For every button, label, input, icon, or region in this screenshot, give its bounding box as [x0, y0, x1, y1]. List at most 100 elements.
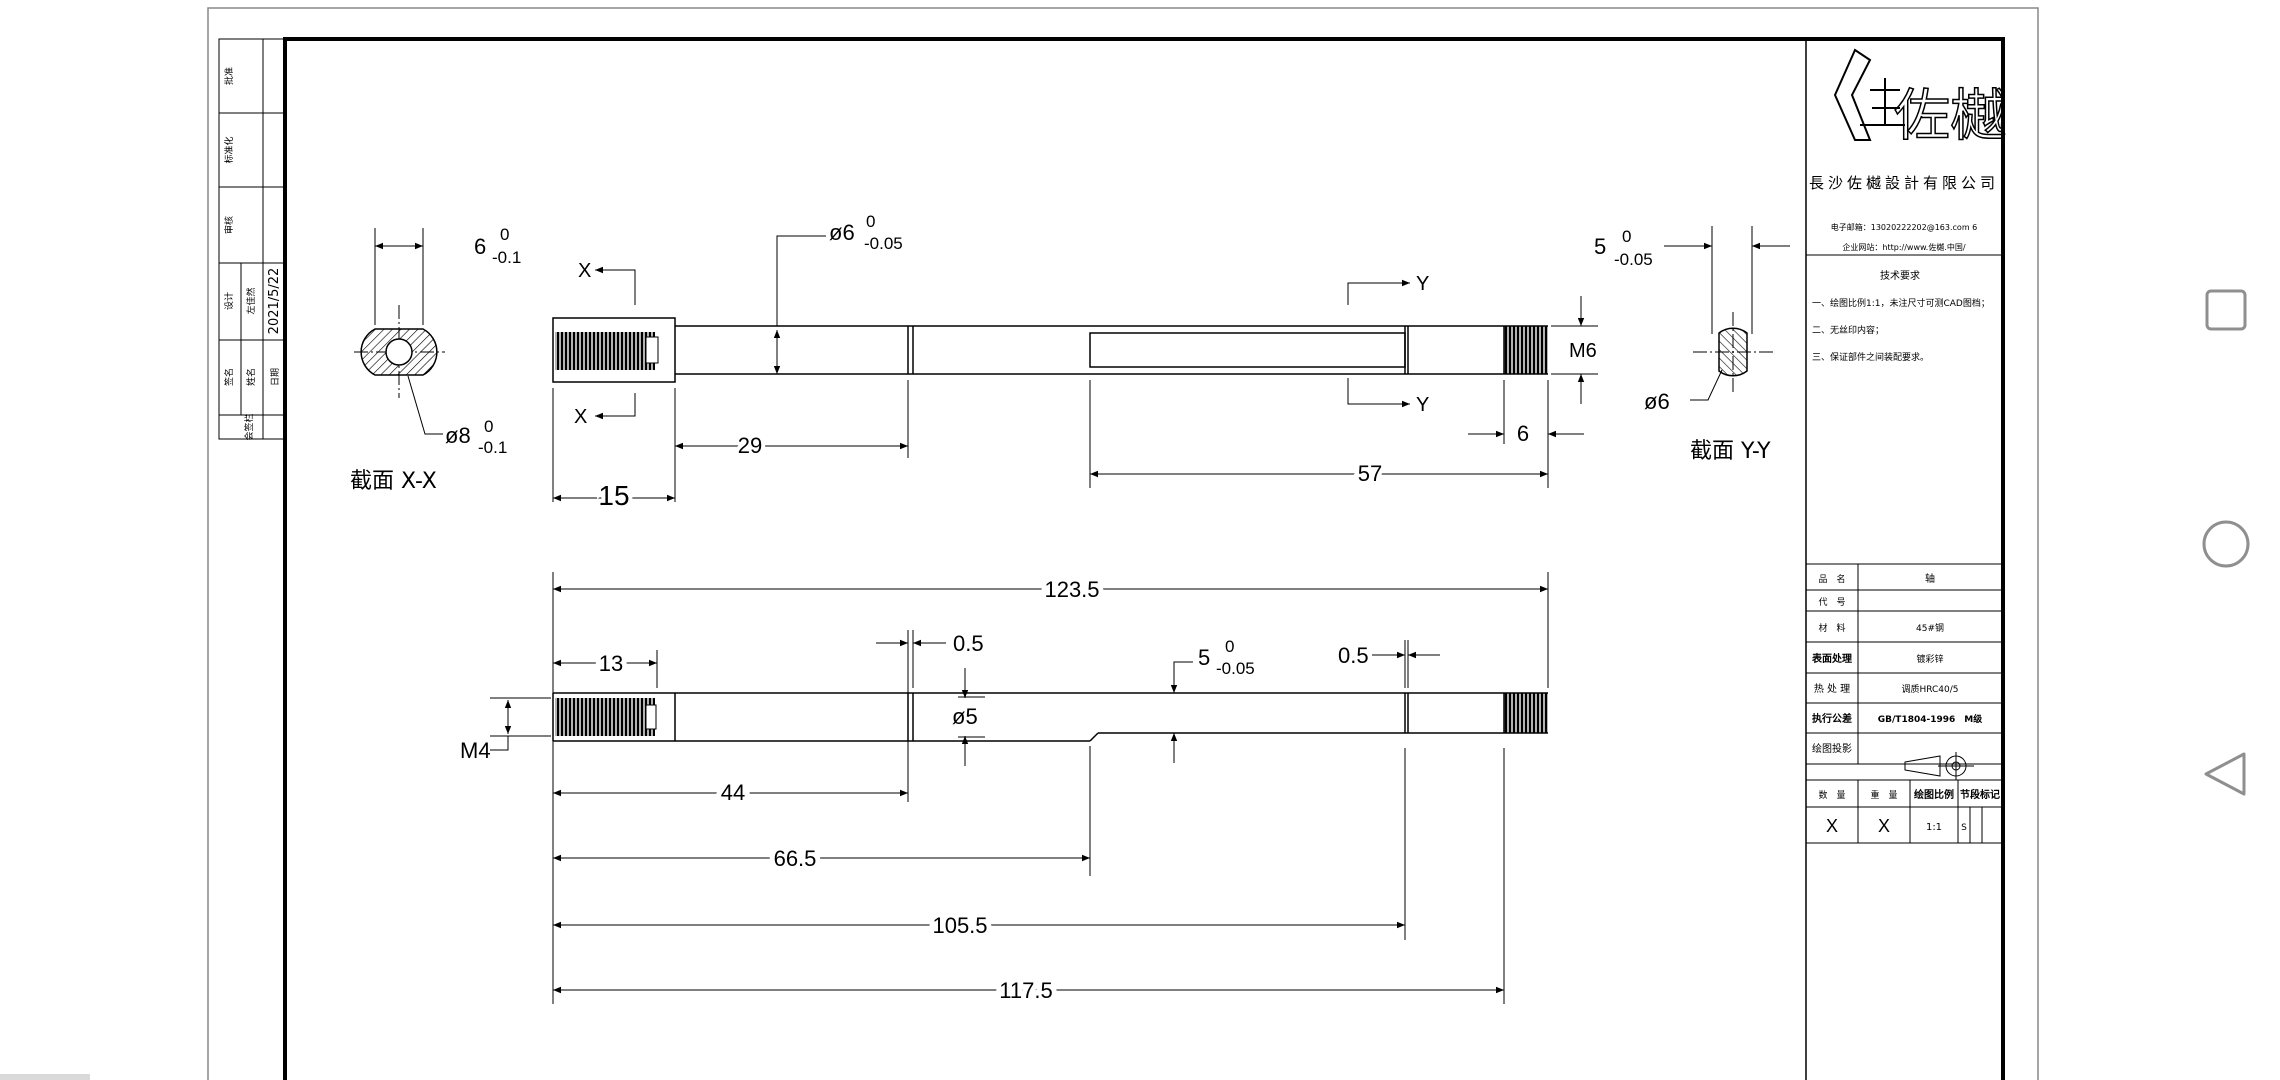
- row-label-name: 品 名: [1818, 573, 1845, 585]
- front-groove-right: 0.5: [1338, 643, 1369, 668]
- xx-dia-tol-upper: 0: [484, 417, 493, 436]
- top-dia-tol-upper: 0: [866, 212, 875, 231]
- front-dim-105-5: 105.5: [932, 913, 987, 938]
- strip-design: 设计: [223, 292, 235, 310]
- row-value-surface: 镀彩锌: [1916, 653, 1943, 665]
- company-logo: 佐樾: [1833, 48, 2007, 150]
- row-value-tolerance: GB/T1804-1996 M级: [1878, 713, 1983, 725]
- front-groove-left: 0.5: [953, 631, 984, 656]
- row-label-tolerance: 执行公差: [1812, 712, 1852, 725]
- row-value-material: 45#钢: [1916, 622, 1944, 634]
- footer-value-weight: X: [1878, 816, 1890, 836]
- circle-icon: [2202, 520, 2250, 568]
- row-label-material: 材 料: [1818, 622, 1845, 634]
- front-flat-tol-lower: -0.05: [1216, 659, 1255, 678]
- top-x-marker-lower: X: [574, 406, 587, 428]
- row-value-heat: 调质HRC40/5: [1901, 683, 1958, 695]
- top-dim-57: 57: [1358, 461, 1382, 486]
- footer-value-scale: 1:1: [1926, 822, 1942, 833]
- footer-value-mark: S: [1961, 823, 1967, 833]
- front-dia-dim: ø5: [952, 704, 978, 729]
- triangle-back-icon: [2204, 752, 2246, 796]
- top-dim-15: 15: [598, 480, 629, 511]
- thread-left-front: [555, 698, 655, 736]
- strip-day: 日期: [270, 368, 281, 386]
- top-y-marker-upper: Y: [1416, 273, 1429, 295]
- top-dia-dim: ø6: [829, 220, 855, 245]
- recents-button[interactable]: [2172, 256, 2280, 364]
- thread-right-top: [1504, 326, 1548, 374]
- company-name: 長沙佐樾設計有限公司: [1809, 174, 1999, 192]
- left-strip-table: [218, 38, 286, 440]
- logo-text: 佐樾: [1894, 84, 2006, 149]
- company-email: 电子邮箱：13020222202@163.com 6: [1831, 222, 1978, 232]
- footer-header-scale: 绘图比例: [1914, 788, 1954, 801]
- footer-header-qty: 数 量: [1818, 789, 1845, 801]
- top-thread-dim: M6: [1569, 340, 1597, 362]
- strip-sign: 签名: [223, 368, 235, 386]
- yy-width-tol-upper: 0: [1622, 227, 1631, 246]
- footer-value-qty: X: [1826, 816, 1838, 836]
- xx-width-dim: 6: [474, 234, 486, 259]
- front-dim-117-5: 117.5: [999, 978, 1052, 1003]
- row-value-name: 轴: [1925, 572, 1935, 585]
- square-icon: [2205, 289, 2247, 331]
- thread-right-front: [1504, 693, 1548, 733]
- top-dim-29: 29: [738, 433, 762, 458]
- strip-review: 审核: [223, 216, 235, 234]
- top-dim-6: 6: [1517, 421, 1529, 446]
- row-label-code: 代 号: [1818, 597, 1845, 608]
- horizontal-scroll-indicator[interactable]: [0, 1074, 90, 1080]
- top-dia-tol-lower: -0.05: [864, 234, 903, 253]
- xx-width-tol-lower: -0.1: [492, 248, 521, 267]
- strip-standard: 标准化: [223, 136, 235, 163]
- yy-width-tol-lower: -0.05: [1614, 250, 1653, 269]
- footer-header-mark: 节段标记: [1960, 788, 2000, 801]
- row-label-projection: 绘图投影: [1812, 742, 1852, 755]
- front-dim-total: 123.5: [1044, 577, 1099, 602]
- section-xx-view: [354, 228, 445, 435]
- front-flat-dim: 5: [1198, 645, 1210, 670]
- footer-header-weight: 重 量: [1870, 789, 1897, 801]
- title-block: [1805, 39, 2003, 1080]
- row-label-surface: 表面处理: [1811, 652, 1852, 665]
- yy-width-dim: 5: [1594, 234, 1606, 259]
- tech-requirement-2: 二、无丝印内容；: [1812, 324, 1884, 336]
- strip-name: 姓名: [245, 368, 257, 386]
- strip-approve: 批准: [223, 67, 235, 85]
- top-dims: [552, 235, 1598, 502]
- tech-requirement-3: 三、保证部件之间装配要求。: [1812, 351, 1929, 363]
- tech-requirement-1: 一、绘图比例1:1，未注尺寸可测CAD图档；: [1812, 297, 1990, 309]
- front-dim-66-5: 66.5: [774, 846, 817, 871]
- top-x-marker-upper: X: [578, 260, 591, 282]
- strip-designer: 左佳然: [245, 287, 257, 314]
- front-thread-dim: M4: [460, 738, 491, 763]
- front-dims: [490, 572, 1549, 1004]
- tech-requirements-title: 技术要求: [1880, 269, 1920, 282]
- home-button[interactable]: [2172, 490, 2280, 598]
- row-label-heat: 热 处 理: [1814, 682, 1850, 695]
- front-dim-44: 44: [721, 780, 745, 805]
- strip-date: 2021/5/22: [267, 268, 282, 335]
- section-yy-view: [1664, 226, 1790, 401]
- xx-width-tol-upper: 0: [500, 225, 509, 244]
- xx-dia-dim: ø8: [445, 423, 471, 448]
- yy-section-label: 截面 Y-Y: [1690, 439, 1771, 464]
- shaft-top-view: [552, 317, 1548, 383]
- xx-section-label: 截面 X-X: [350, 469, 437, 494]
- drawing-frame: [283, 37, 2005, 1080]
- company-website: 企业网站：http://www.佐樾.中国/: [1842, 242, 1965, 252]
- front-dim-13: 13: [599, 651, 623, 676]
- back-button[interactable]: [2172, 720, 2280, 828]
- system-nav-bar: [2172, 0, 2280, 1080]
- xx-dia-tol-lower: -0.1: [478, 438, 507, 457]
- sheet-border: [207, 7, 2039, 1080]
- front-flat-tol-upper: 0: [1225, 637, 1234, 656]
- strip-countersign: 会签栏: [243, 413, 255, 440]
- top-y-marker-lower: Y: [1416, 394, 1429, 416]
- shaft-front-view: [552, 692, 1548, 742]
- thread-left-top: [555, 332, 655, 370]
- yy-dia-dim: ø6: [1644, 389, 1670, 414]
